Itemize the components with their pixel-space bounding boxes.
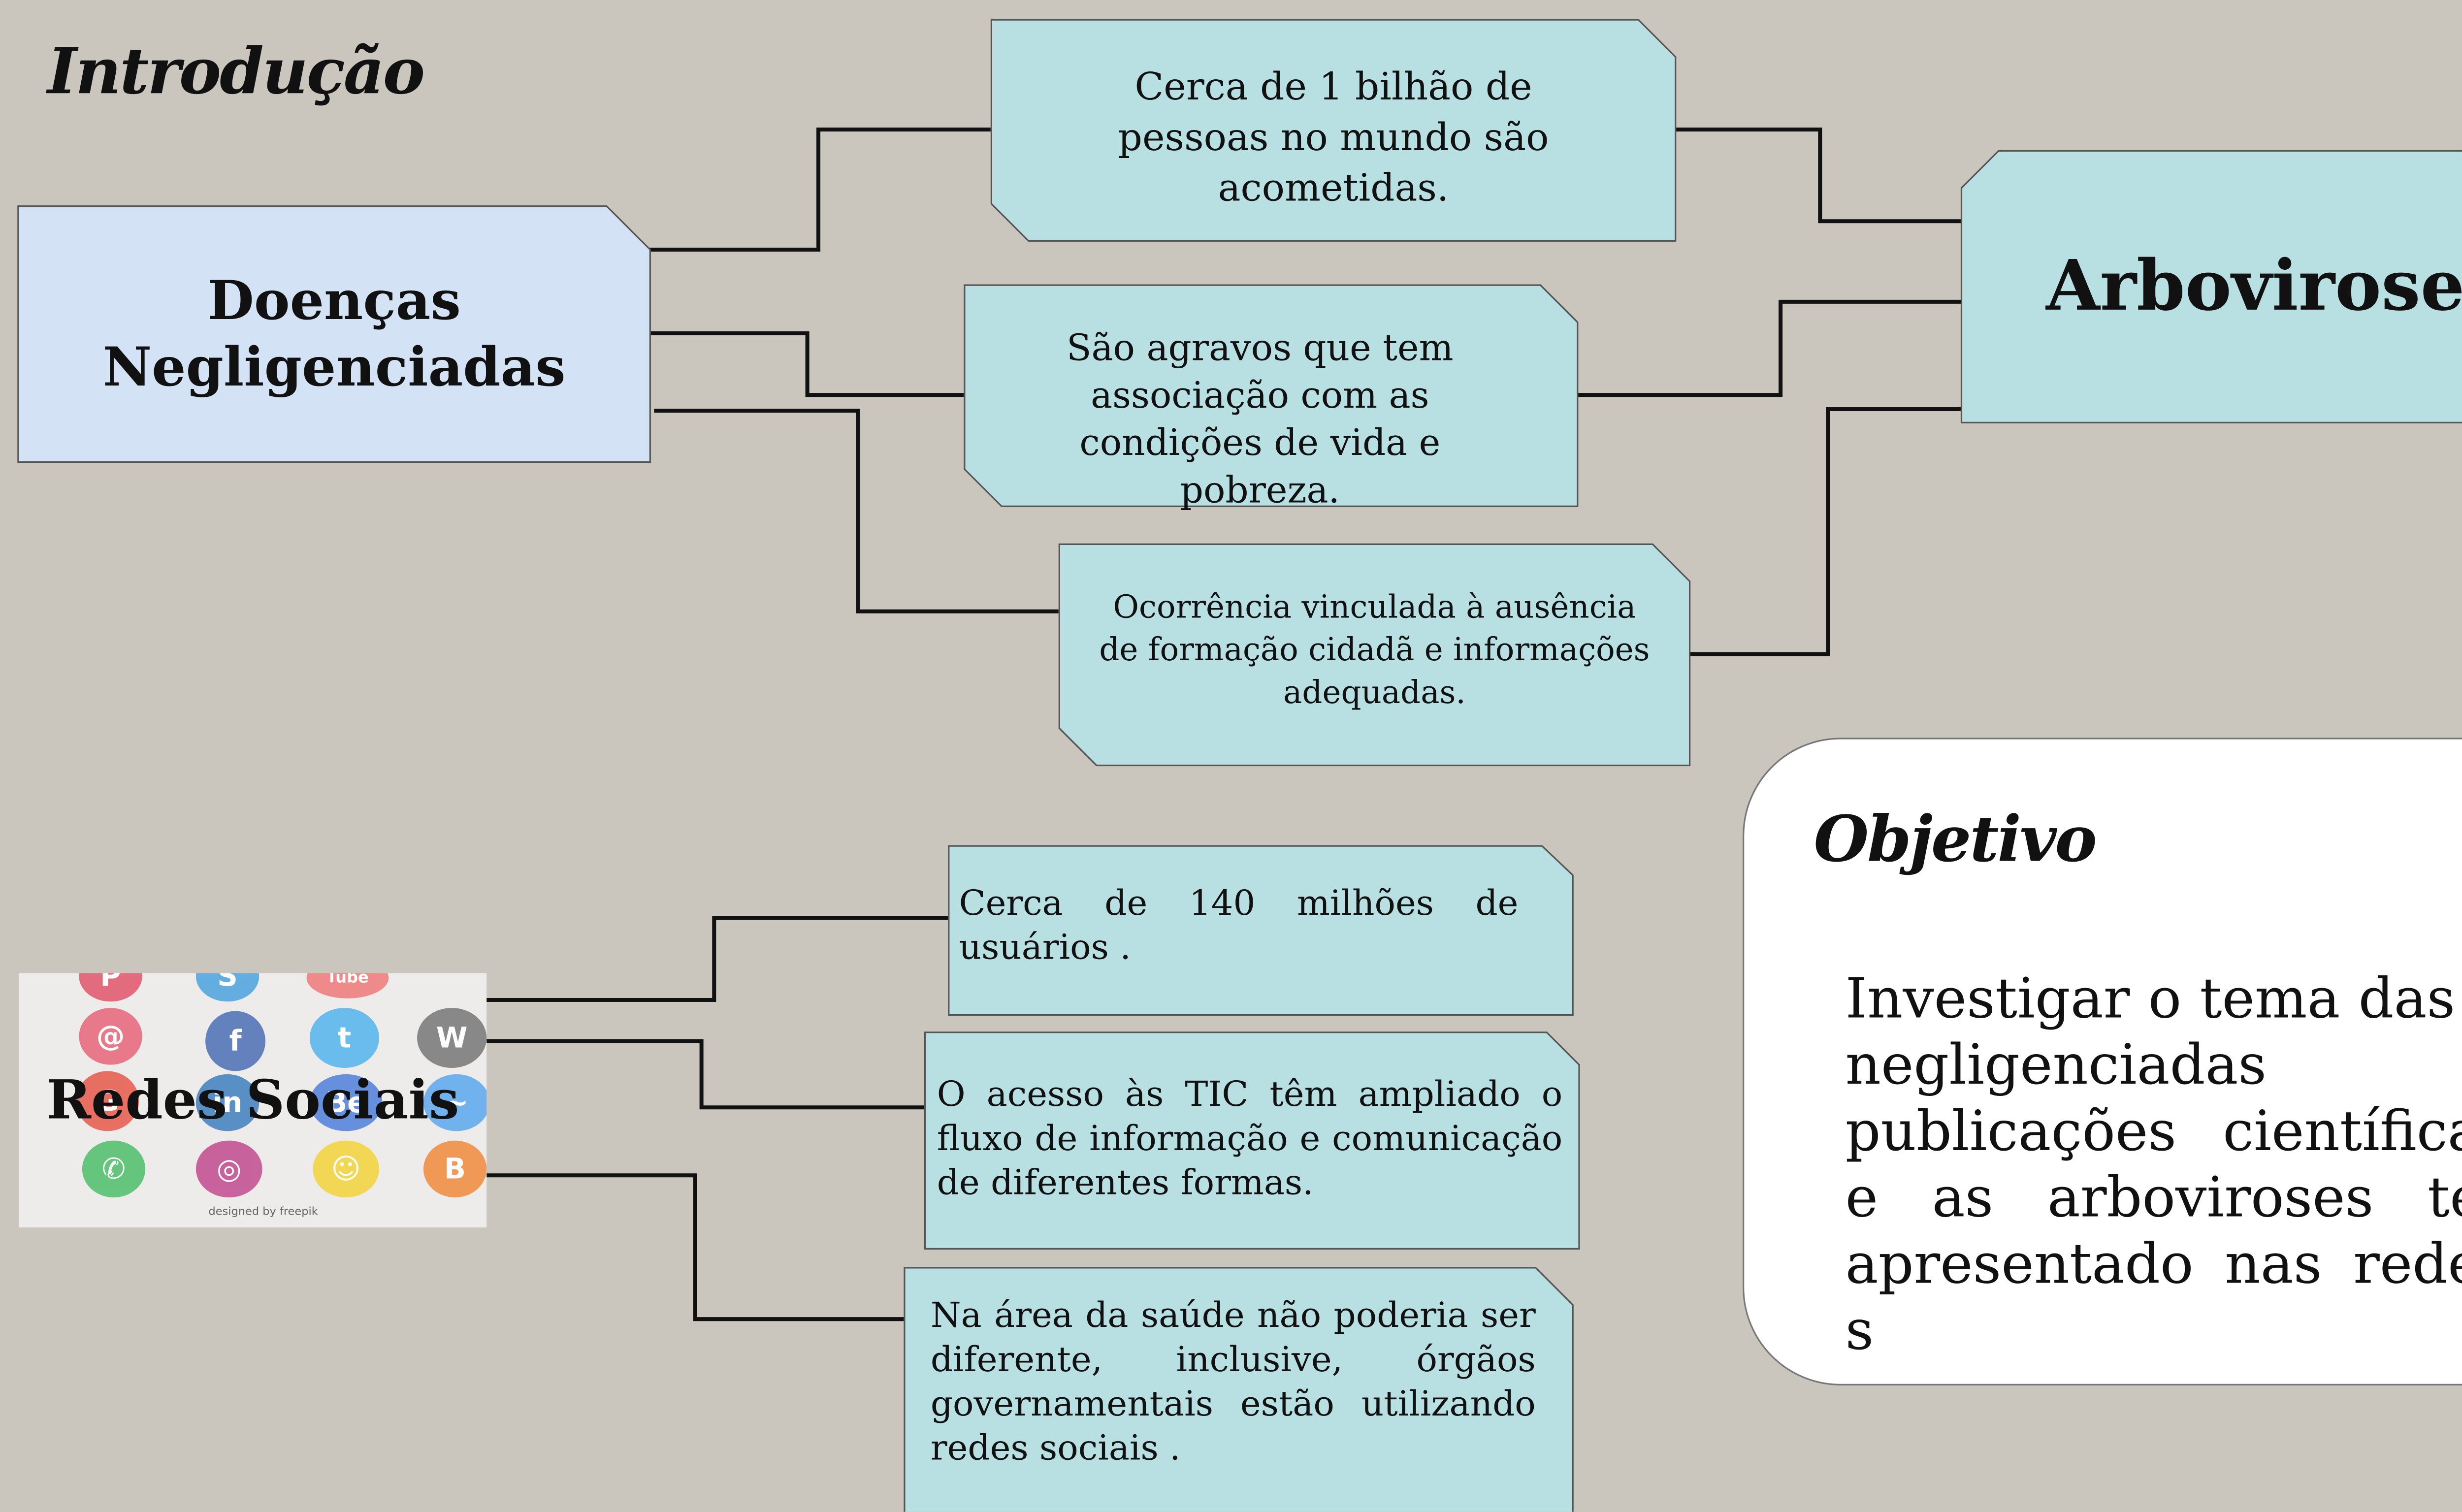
connector-doencas-fact2 <box>648 331 964 397</box>
wikipedia-icon: W <box>417 1008 487 1068</box>
behance-icon: Be <box>309 1074 383 1131</box>
google-icon: G <box>76 1071 139 1131</box>
node-arboviroses: Arboviroses <box>1960 150 2462 423</box>
social-fact-text-1: Cerca de 140 milhões de usuários . <box>959 884 1519 968</box>
image-credit: designed by freepik <box>208 1205 318 1218</box>
connector-doencas-fact1 <box>648 128 991 252</box>
snapchat-icon: ☺ <box>313 1140 380 1198</box>
objective-text: Investigar o tema das d negligenciadas p… <box>1845 968 2462 1364</box>
connector-doencas-fact3 <box>654 409 1059 613</box>
intro-title: Introdução <box>47 34 425 109</box>
objective-panel <box>1743 738 2462 1385</box>
fact-box-3: Ocorrência vinculada à ausência de forma… <box>1058 543 1691 767</box>
connector-fact3-arboviroses <box>1688 407 1964 656</box>
messenger-icon: ~ <box>423 1074 487 1131</box>
connector-fact1-arboviroses <box>1675 128 1963 224</box>
node-doencas-negligenciadas: Doenças Negligenciadas <box>17 205 651 463</box>
instagram-icon: ◎ <box>195 1140 262 1198</box>
fact-box-1: Cerca de 1 bilhão de pessoas no mundo sã… <box>990 19 1677 242</box>
social-fact-box-2: O acesso às TIC têm ampliado o fluxo de … <box>924 1031 1580 1250</box>
objective-title: Objetivo <box>1814 802 2097 877</box>
node-doencas-label: Doenças Negligenciadas <box>102 269 566 399</box>
fact-text-1: Cerca de 1 bilhão de pessoas no mundo sã… <box>1118 64 1549 210</box>
fact-box-2: São agravos que tem associação com as co… <box>964 284 1579 511</box>
node-arboviroses-label: Arboviroses <box>2046 246 2462 327</box>
social-fact-box-3: Na área da saúde não poderia ser diferen… <box>904 1267 1574 1512</box>
connector-redes-social2 <box>483 1039 925 1110</box>
fact-text-3: Ocorrência vinculada à ausência de forma… <box>1099 587 1650 711</box>
blogger-icon: B <box>423 1140 487 1198</box>
node-redes-sociais-label: Redes Sociais <box>46 1068 459 1132</box>
fact-text-2: São agravos que tem associação com as co… <box>1067 327 1454 511</box>
linkedin-icon: in <box>195 1074 259 1131</box>
facebook-icon: f <box>205 1011 266 1071</box>
social-fact-text-2: O acesso às TIC têm ampliado o fluxo de … <box>937 1076 1563 1204</box>
social-fact-text-3: Na área da saúde não poderia ser diferen… <box>930 1297 1536 1469</box>
connector-redes-social1 <box>483 916 948 1002</box>
connector-redes-social3 <box>483 1173 904 1321</box>
whatsapp-icon: ✆ <box>82 1140 146 1198</box>
redes-sociais-image: P S Tube @ f t W G in Be ~ ✆ ◎ ☺ B Redes… <box>19 973 487 1228</box>
email-icon: @ <box>79 1008 142 1065</box>
connector-fact2-arboviroses <box>1577 299 1963 397</box>
twitter-icon: t <box>309 1008 380 1068</box>
social-fact-box-1: Cerca de 140 milhões de usuários . <box>948 845 1574 1016</box>
